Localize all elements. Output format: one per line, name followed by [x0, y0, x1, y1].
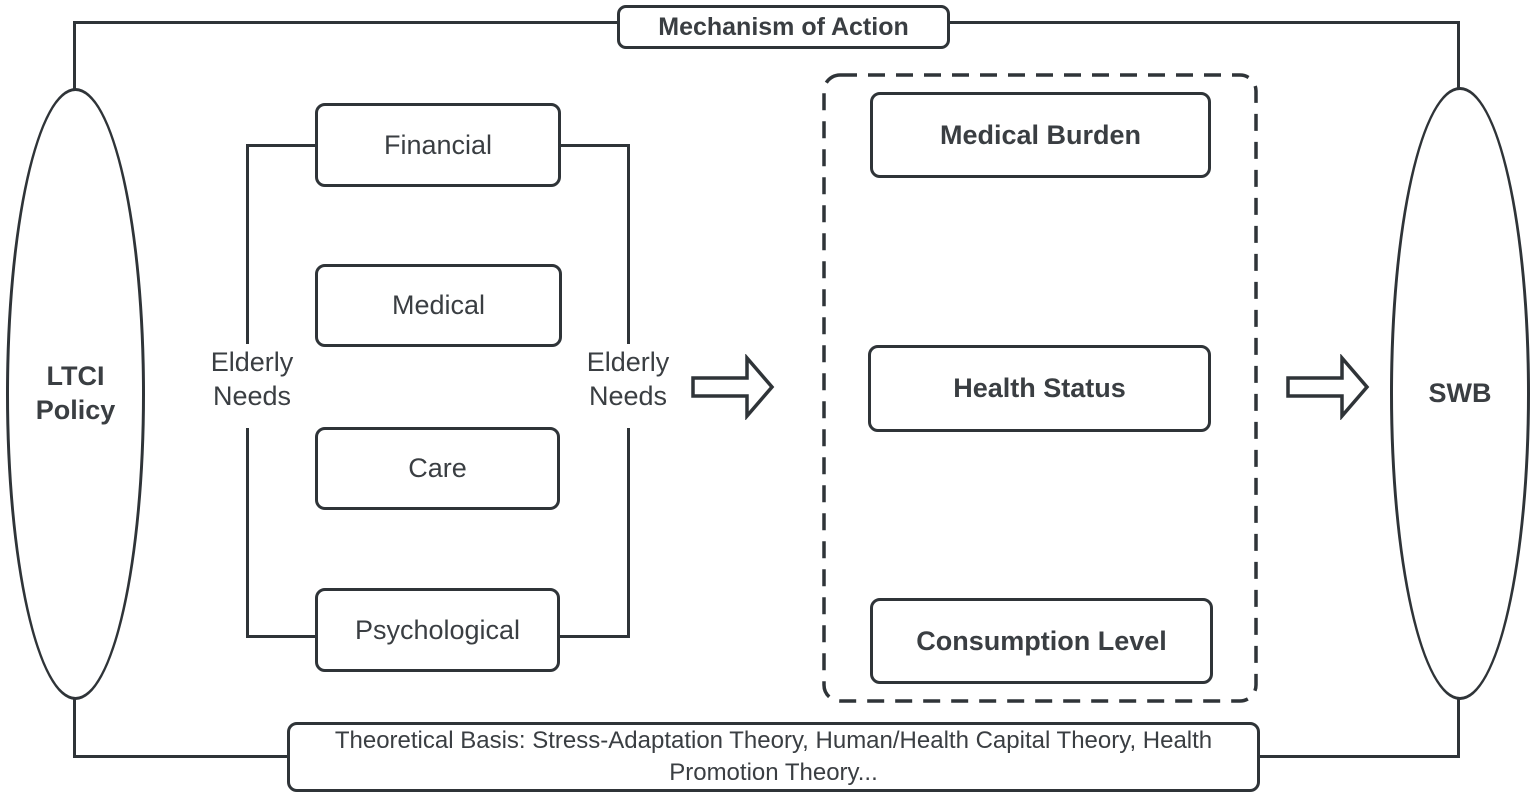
- need-box-care: Care: [315, 427, 560, 510]
- diagram-title: Mechanism of Action: [658, 12, 909, 41]
- mediator-label-consumption-level: Consumption Level: [916, 625, 1167, 656]
- right-bracket-bottom: [558, 635, 630, 638]
- connector-bottom-left-vertical: [73, 696, 76, 758]
- need-label-care: Care: [408, 453, 467, 483]
- left-bracket-bottom: [246, 635, 317, 638]
- theoretical-basis-text: Theoretical Basis: Stress-Adaptation The…: [334, 727, 1213, 786]
- right-bracket-top: [558, 144, 630, 147]
- mediator-box-medical-burden: Medical Burden: [870, 92, 1211, 178]
- need-label-psychological: Psychological: [354, 614, 521, 645]
- connector-bottom-right-vertical: [1457, 694, 1460, 758]
- need-box-psychological: Psychological: [315, 588, 560, 672]
- swb-node: SWB: [1390, 87, 1530, 700]
- need-box-medical: Medical: [315, 264, 562, 347]
- dashed-border: [822, 73, 1258, 703]
- elderly-needs-label-right: Elderly Needs: [586, 347, 670, 411]
- need-box-financial: Financial: [315, 103, 561, 187]
- connector-top-left-horizontal: [73, 21, 621, 24]
- mediator-label-medical-burden: Medical Burden: [939, 119, 1142, 150]
- left-bracket-top: [246, 144, 317, 147]
- ltci-policy-node: LTCI Policy: [6, 88, 145, 700]
- left-bracket-vertical-lower: [246, 428, 249, 638]
- mediator-label-health-status: Health Status: [953, 373, 1126, 403]
- right-bracket-vertical-lower: [627, 428, 630, 638]
- connector-top-right-horizontal: [946, 21, 1460, 24]
- connector-top-left-vertical: [73, 21, 76, 91]
- diagram-title-box: Mechanism of Action: [617, 5, 950, 49]
- connector-top-right-vertical: [1457, 21, 1460, 89]
- right-arrow-icon: [691, 354, 775, 420]
- mediator-box-consumption-level: Consumption Level: [870, 598, 1213, 684]
- mediator-box-health-status: Health Status: [868, 345, 1211, 432]
- right-arrow-shape: [691, 354, 775, 420]
- left-bracket-vertical-upper: [246, 144, 249, 344]
- right-bracket-vertical-upper: [627, 144, 630, 344]
- swb-label: SWB: [1428, 377, 1492, 408]
- theoretical-basis-box: Theoretical Basis: Stress-Adaptation The…: [287, 722, 1260, 792]
- right-arrow-icon: [1286, 354, 1370, 420]
- right-arrow-shape: [1286, 354, 1370, 420]
- need-label-medical: Medical: [391, 290, 486, 320]
- connector-bottom-right-horizontal: [1256, 755, 1460, 758]
- elderly-needs-label-left: Elderly Needs: [210, 347, 294, 411]
- mediators-dashed-container: [822, 73, 1258, 703]
- connector-bottom-left-horizontal: [73, 755, 289, 758]
- ltci-policy-label: LTCI Policy: [35, 361, 116, 425]
- need-label-financial: Financial: [383, 129, 493, 160]
